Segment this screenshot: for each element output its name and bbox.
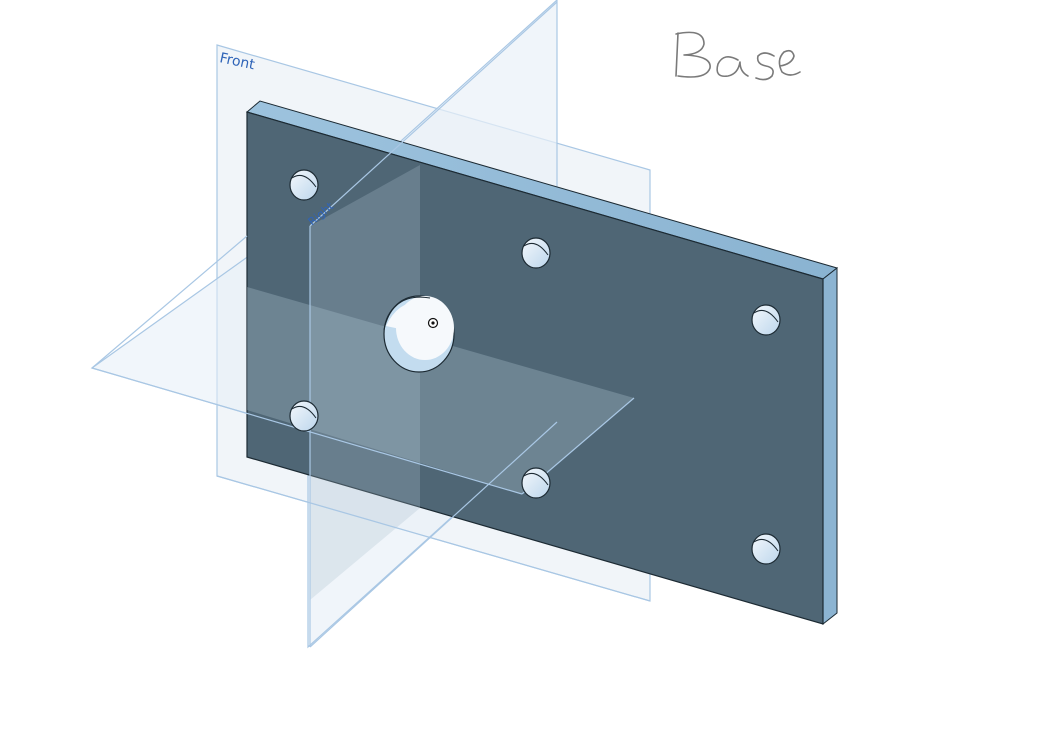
right-plane-front-portion <box>310 165 420 600</box>
center-bore[interactable] <box>383 295 455 373</box>
plate-front-face[interactable] <box>246 111 824 625</box>
mounting-hole[interactable] <box>521 467 551 499</box>
base-plate[interactable] <box>245 100 839 626</box>
mounting-hole[interactable] <box>289 169 319 201</box>
origin-icon[interactable] <box>427 317 439 329</box>
handwritten-base-annotation <box>675 31 801 81</box>
front-plane-label[interactable]: Front <box>218 50 256 73</box>
mounting-holes <box>289 169 781 565</box>
mounting-hole[interactable] <box>521 237 551 269</box>
mounting-hole[interactable] <box>751 533 781 565</box>
mounting-hole[interactable] <box>751 304 781 336</box>
top-plane-front-portion <box>247 287 634 494</box>
plane-edges-front <box>91 1 651 648</box>
mounting-hole[interactable] <box>289 400 319 432</box>
plate-side-face[interactable] <box>822 266 838 626</box>
